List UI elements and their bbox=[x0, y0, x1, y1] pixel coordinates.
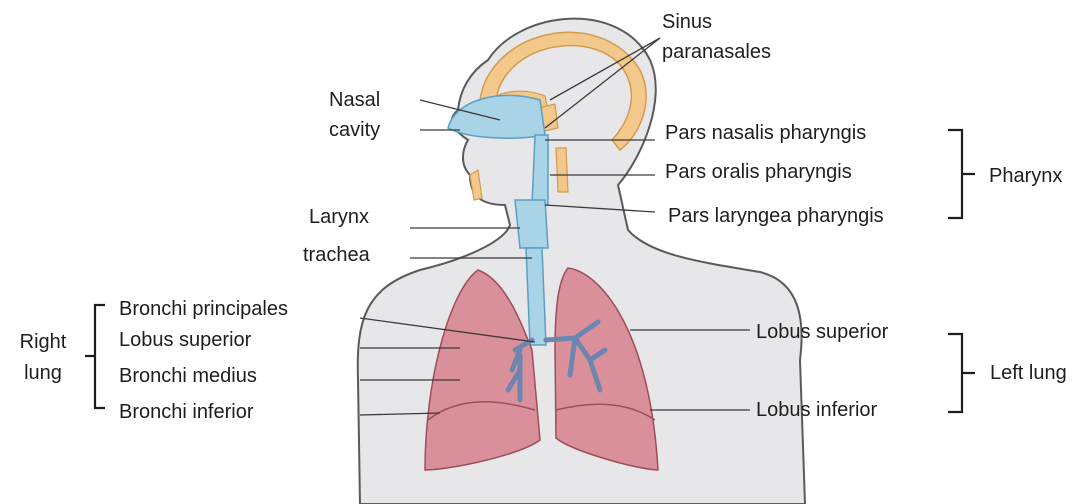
left-lung-bracket bbox=[948, 334, 975, 412]
label-pars-laryngea: Pars laryngea pharyngis bbox=[668, 204, 884, 228]
label-lobus-superior-right: Lobus superior bbox=[119, 328, 251, 352]
label-right-lung-1: Right bbox=[8, 330, 78, 354]
label-trachea: trachea bbox=[303, 243, 370, 267]
label-right-lung-2: lung bbox=[8, 361, 78, 385]
vertebrae bbox=[556, 148, 568, 192]
label-lobus-superior-left: Lobus superior bbox=[756, 320, 888, 344]
pharynx-bracket bbox=[948, 130, 975, 218]
label-larynx: Larynx bbox=[309, 205, 369, 229]
label-sinus-2: paranasales bbox=[662, 40, 771, 64]
label-pars-nasalis: Pars nasalis pharyngis bbox=[665, 121, 866, 145]
label-nasal-1: Nasal bbox=[329, 88, 380, 112]
label-lobus-inferior-left: Lobus inferior bbox=[756, 398, 877, 422]
trachea-shape bbox=[526, 248, 546, 345]
larynx-shape bbox=[515, 200, 548, 248]
label-pharynx: Pharynx bbox=[989, 164, 1062, 188]
pharynx-shape bbox=[532, 135, 548, 205]
right-lung-bracket bbox=[85, 305, 105, 408]
label-left-lung: Left lung bbox=[990, 361, 1067, 385]
label-bronchi-inferior: Bronchi inferior bbox=[119, 400, 254, 424]
label-nasal-2: cavity bbox=[329, 118, 380, 142]
label-bronchi-principales: Bronchi principales bbox=[119, 297, 288, 321]
label-pars-oralis: Pars oralis pharyngis bbox=[665, 160, 852, 184]
label-sinus-1: Sinus bbox=[662, 10, 712, 34]
label-bronchi-medius: Bronchi medius bbox=[119, 364, 257, 388]
